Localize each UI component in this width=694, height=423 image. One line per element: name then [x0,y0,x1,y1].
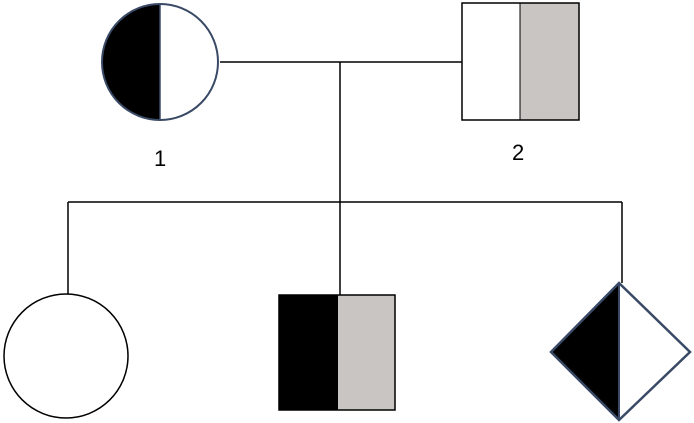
child-1-outline [3,293,129,419]
individual-1-right-half [160,4,218,120]
individual-2-left-half [462,3,520,120]
child-2-left-half [279,295,338,410]
individual-2-label: 2 [512,140,524,165]
child-3-right-half [619,283,690,420]
child-2-outline [278,294,396,411]
individual-1-label: 1 [154,146,166,171]
child-2-right-half [338,295,395,410]
connection-lines [67,61,623,295]
child-3-left-half [551,283,619,420]
individual-2-right-half [520,3,579,120]
child-2 [278,294,396,411]
individual-2 [461,2,580,121]
child-3 [549,281,692,422]
individual-1 [101,3,219,121]
individual-1-left-half [102,4,160,120]
child-1 [3,293,129,419]
